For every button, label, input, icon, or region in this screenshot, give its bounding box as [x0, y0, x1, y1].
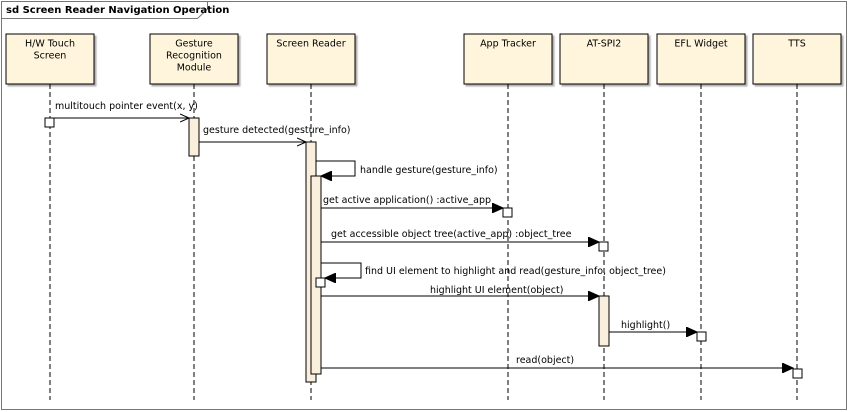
lifeline-head-efl-widget: EFL Widget	[656, 33, 746, 85]
lifeline-head-hw-touch-screen: H/W Touch Screen	[5, 33, 95, 85]
activation-at-spi2	[598, 295, 610, 347]
lifeline-label: AT-SPI2	[587, 39, 622, 50]
message-label: read(object)	[516, 355, 574, 366]
lifeline-head-tts: TTS	[752, 33, 842, 85]
message-label: gesture detected(gesture_info)	[203, 125, 351, 136]
frame-title-tab	[1, 1, 208, 19]
message-label: highlight()	[621, 320, 670, 331]
endpoint-screen-reader-self	[315, 277, 326, 288]
message-label: get accessible object tree(active_app) :…	[331, 229, 572, 240]
lifeline-label: App Tracker	[480, 39, 536, 50]
activation-gesture-recognition	[188, 117, 200, 157]
message-arrow	[316, 160, 356, 176]
lifeline-label: Screen	[34, 51, 67, 62]
activation-screen-reader-inner	[310, 175, 322, 375]
lifeline-label: Recognition	[166, 51, 222, 62]
frame-title: sd Screen Reader Navigation Operation	[6, 5, 229, 16]
message-arrow	[321, 262, 362, 278]
message-label: handle gesture(gesture_info)	[360, 165, 498, 176]
lifeline-head-screen-reader: Screen Reader	[266, 33, 356, 85]
message-label: multitouch pointer event(x, y)	[55, 101, 198, 112]
lifeline-label: TTS	[787, 39, 805, 50]
message-label: get active application() :active_app	[323, 195, 491, 206]
lifeline-label: H/W Touch	[25, 39, 75, 50]
endpoint-efl-widget	[696, 331, 707, 342]
lifeline-head-gesture-recognition: Gesture Recognition Module	[149, 33, 239, 85]
lifeline-head-app-tracker: App Tracker	[463, 33, 553, 85]
endpoint-at-spi2	[598, 241, 609, 252]
endpoint-app-tracker	[502, 207, 513, 218]
lifeline-label: EFL Widget	[674, 39, 728, 50]
lifeline-label: Screen Reader	[276, 39, 345, 50]
message-label: highlight UI element(object)	[430, 285, 563, 296]
lifeline-label: Module	[177, 63, 212, 74]
endpoint-tts	[792, 368, 803, 379]
message-label: find UI element to highlight and read(ge…	[365, 266, 666, 277]
lifeline-label: Gesture	[175, 39, 213, 50]
endpoint-hw-touch	[44, 117, 55, 128]
lifeline-head-at-spi2: AT-SPI2	[559, 33, 649, 85]
